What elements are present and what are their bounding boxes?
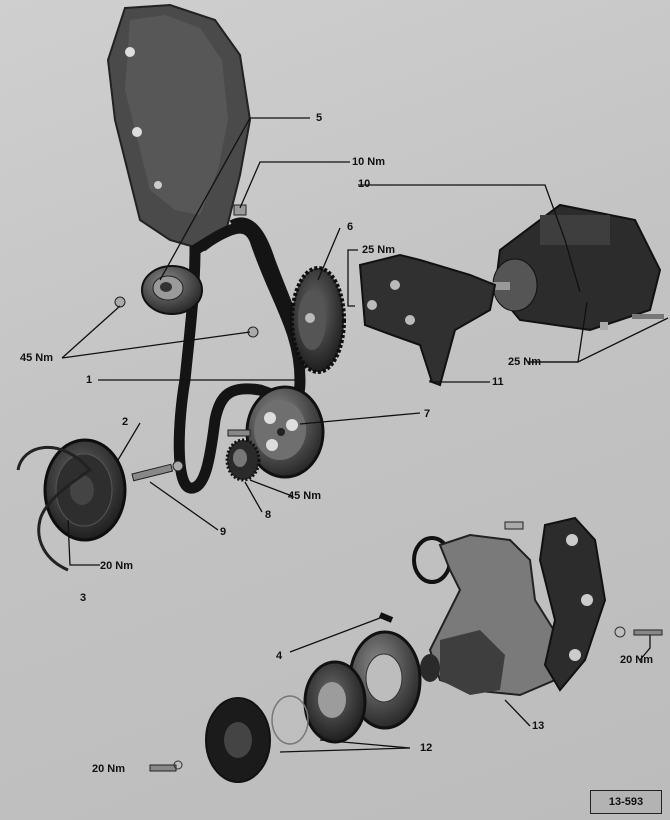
crankshaft-sprocket xyxy=(225,438,261,482)
water-pump xyxy=(412,516,607,697)
crankshaft-v-belt-pulley xyxy=(16,438,127,572)
callout-6: 6 xyxy=(347,221,354,233)
bracket-bolt xyxy=(633,629,663,636)
figure-number-badge: 13-593 xyxy=(590,790,662,814)
callout-12: 12 xyxy=(420,742,433,754)
tensioner-pulley xyxy=(141,265,203,315)
leader-lines xyxy=(61,117,669,753)
callout-10: 10 xyxy=(358,178,371,190)
callout-8: 8 xyxy=(265,509,272,521)
torque-25nm-pump: 25 Nm xyxy=(508,356,542,368)
torque-45nm-crank: 45 Nm xyxy=(288,490,322,502)
torque-20nm-cover: 20 Nm xyxy=(92,763,126,775)
callout-1: 1 xyxy=(86,374,93,386)
torque-20nm-pulley: 20 Nm xyxy=(100,560,134,572)
torque-10nm: 10 Nm xyxy=(352,156,386,168)
callout-13: 13 xyxy=(532,720,545,732)
callout-3: 3 xyxy=(80,592,87,604)
torque-25nm-bracket: 25 Nm xyxy=(362,244,396,256)
water-pump-pulley-outer xyxy=(348,630,422,730)
callout-7: 7 xyxy=(424,408,431,420)
water-pump-pulley-inner xyxy=(303,660,367,744)
camshaft-sprocket xyxy=(290,266,346,374)
alternator-v-belt xyxy=(378,612,394,623)
injection-pump xyxy=(480,203,664,332)
pump-mounting-bracket xyxy=(358,253,497,387)
torque-20nm-bracket: 20 Nm xyxy=(620,654,654,666)
callout-5: 5 xyxy=(316,112,323,124)
cover-bolt xyxy=(149,764,177,772)
figure-number: 13-593 xyxy=(608,796,644,808)
pulley-cover-plate xyxy=(205,695,309,783)
torque-45nm-tensioner: 45 Nm xyxy=(20,352,54,364)
callout-4: 4 xyxy=(276,650,283,662)
pump-sprocket xyxy=(245,385,325,479)
callout-2: 2 xyxy=(122,416,129,428)
callout-9: 9 xyxy=(220,526,227,538)
callout-11: 11 xyxy=(492,376,504,388)
